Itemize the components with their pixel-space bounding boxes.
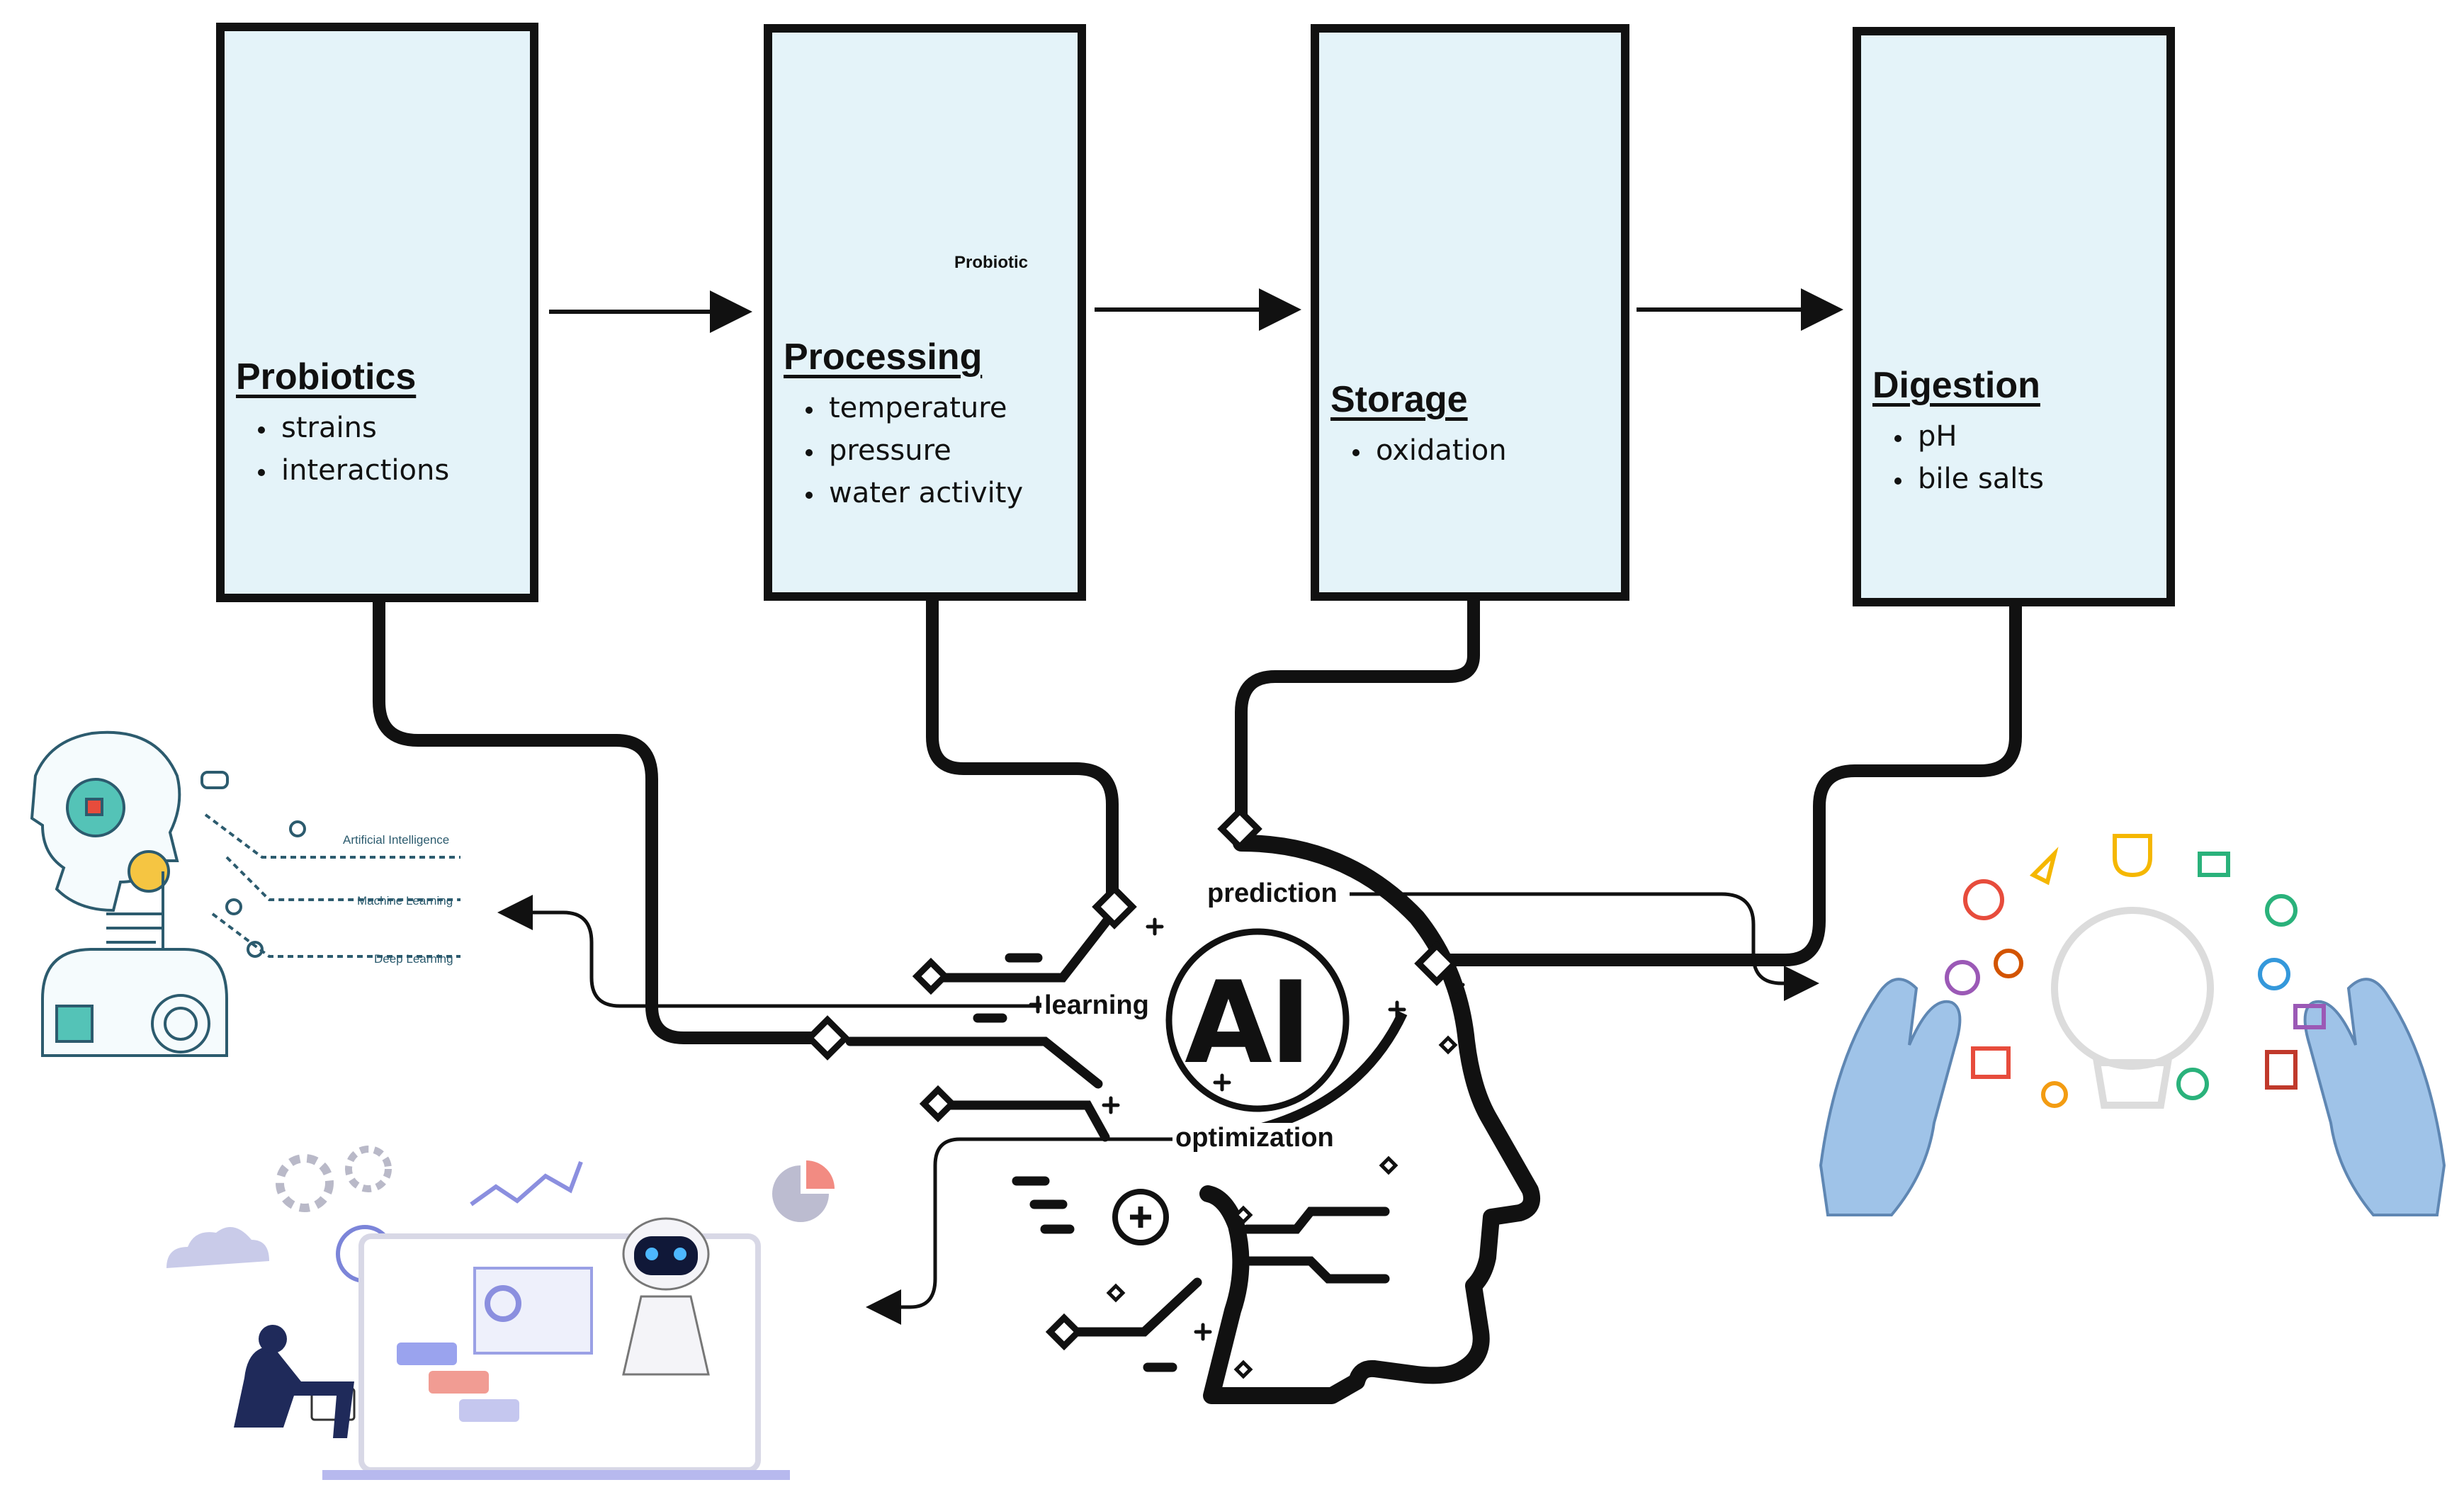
ai-center-text: AI (1185, 956, 1311, 1089)
plus-5 (1213, 1073, 1231, 1092)
circuit-line-2 (845, 1036, 1103, 1089)
ai-head-profile (1199, 835, 1541, 1404)
node-diamond-5 (912, 957, 950, 995)
circuit-line-3 (937, 1100, 1110, 1142)
list-item: oxidation (1372, 429, 1507, 472)
list-item: water activity (825, 472, 1023, 514)
node-diamond-1 (1092, 884, 1137, 929)
stage-title-storage: Storage (1330, 379, 1468, 420)
ai-concept-illustration (30, 730, 460, 1057)
optimization-output-arrow (866, 1137, 1172, 1325)
stage-box-probiotics: Probiotics strains interactions (216, 23, 538, 602)
node-diamond-6 (919, 1085, 957, 1123)
tiny-diamond-1 (1438, 1035, 1458, 1055)
optimization-label: optimization (1172, 1123, 1337, 1153)
list-item: strains (277, 407, 449, 449)
stage-title-digestion: Digestion (1872, 365, 2040, 406)
node-diamond-3 (1217, 806, 1262, 852)
head-circuit-1 (1242, 1206, 1390, 1234)
tiny-diamond-5 (1233, 1360, 1253, 1379)
stage-list-digestion: pH bile salts (1861, 415, 2044, 500)
list-item: bile salts (1914, 458, 2044, 500)
list-item: pressure (825, 429, 1023, 472)
list-item: pH (1914, 415, 2044, 458)
node-diamond-7 (1045, 1313, 1083, 1351)
stage-list-storage: oxidation (1319, 429, 1507, 472)
stage-title-probiotics: Probiotics (236, 356, 417, 397)
list-item: interactions (277, 449, 449, 492)
robot-hands-lightbulb-illustration (1819, 834, 2446, 1216)
plus-4 (1388, 1000, 1406, 1019)
cable-processing (926, 592, 1119, 913)
ai-diagram-label-2: Machine Learning (357, 894, 453, 908)
tiny-diamond-4 (1106, 1283, 1126, 1303)
ai-diagram-label-1: Artificial Intelligence (343, 833, 450, 847)
learning-label: learning (1041, 990, 1152, 1021)
tiny-diamond-2 (1379, 1155, 1398, 1175)
stage-box-digestion: Digestion pH bile salts (1853, 27, 2175, 606)
plus-1 (1146, 917, 1164, 936)
list-item: temperature (825, 387, 1023, 429)
node-diamond-4 (1414, 941, 1459, 986)
stage-box-storage: Storage oxidation (1311, 24, 1629, 601)
cable-digestion (1428, 596, 2022, 966)
circled-plus (1112, 1189, 1169, 1245)
cable-storage (1235, 592, 1480, 832)
learning-output-arrow (497, 895, 1066, 1008)
plus-3 (1102, 1096, 1120, 1114)
stage-title-processing: Processing (784, 337, 983, 378)
circuit-line-1 (925, 909, 1117, 983)
robot-laptop-illustration (166, 1146, 835, 1480)
head-circuit-2 (1242, 1256, 1390, 1284)
circuit-line-4 (1065, 1277, 1202, 1337)
stage-list-processing: temperature pressure water activity (772, 387, 1023, 514)
prediction-output-arrow (1350, 892, 1819, 1001)
plus-7 (1194, 1323, 1212, 1341)
stage-list-probiotics: strains interactions (225, 407, 449, 492)
node-diamond-2 (805, 1015, 850, 1061)
can-label: Probiotic (954, 253, 1029, 272)
plus-6 (1447, 976, 1465, 994)
prediction-label: prediction (1204, 878, 1340, 909)
tiny-diamond-3 (1233, 1205, 1253, 1225)
cable-probiotics (373, 592, 832, 1044)
ai-diagram-label-3: Deep Learning (374, 952, 453, 966)
stage-box-processing: Processing temperature pressure water ac… (764, 24, 1086, 601)
ai-circle (1165, 928, 1350, 1112)
